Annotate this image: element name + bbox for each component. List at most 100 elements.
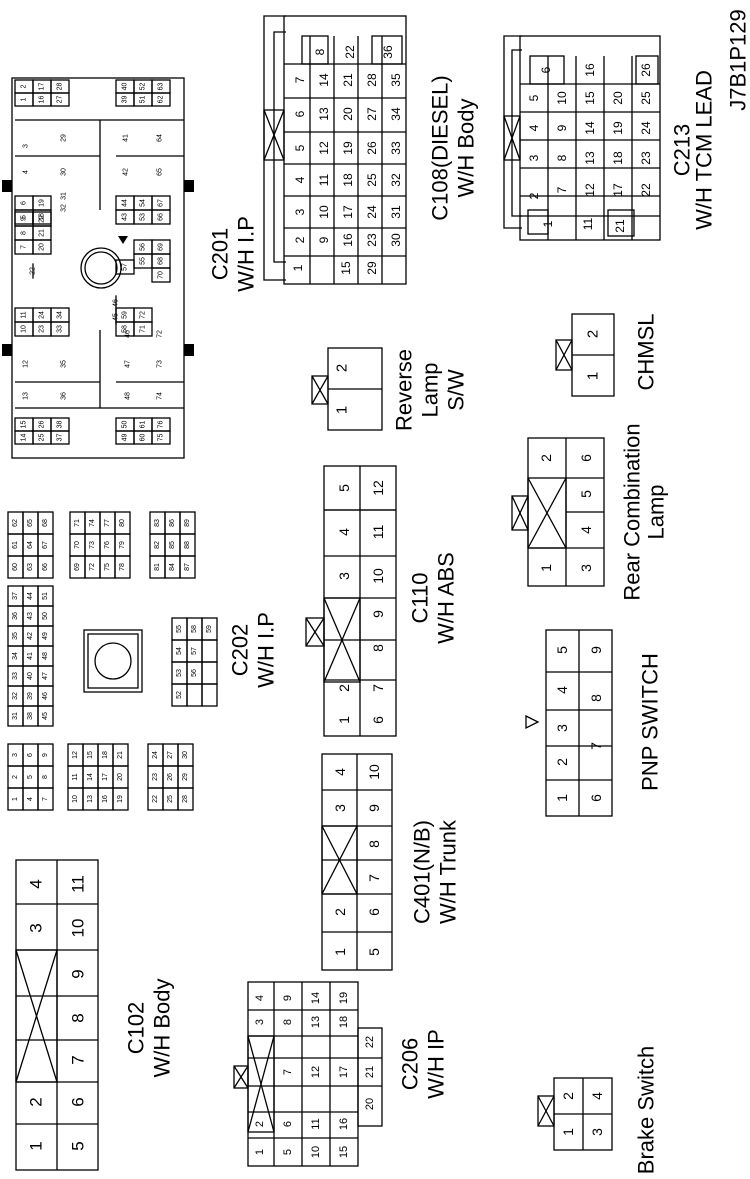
pin-number: 9	[42, 753, 49, 757]
pin-number: 36	[381, 45, 395, 59]
pin-number: 21	[341, 73, 355, 87]
pin-number: 40	[27, 672, 34, 680]
pin-number: 23	[639, 151, 653, 165]
pin-number: 5	[578, 490, 594, 498]
pin-number: 75	[158, 434, 165, 442]
pin-number: 28	[182, 795, 189, 803]
pin-number: 27	[57, 96, 64, 104]
pin-number: 40	[122, 83, 129, 91]
pin-number: 36	[61, 392, 68, 400]
connector-label: W/H TCM LEAD	[692, 70, 717, 230]
pin-number: 56	[191, 669, 198, 677]
pin-number: 18	[338, 1016, 350, 1028]
pin-number: 5	[336, 484, 352, 492]
pin-number: 12	[583, 183, 597, 197]
pin-number: 6	[69, 1097, 88, 1106]
pin-number: 27	[365, 107, 379, 121]
pin-number: 30	[389, 233, 403, 247]
pin-number: 15	[87, 751, 94, 759]
pin-number: 70	[74, 541, 81, 549]
pin-number: 1	[21, 97, 28, 101]
pin-number: 12	[310, 1066, 322, 1078]
pin-number: 16	[102, 795, 109, 803]
pin-number: 33	[57, 325, 64, 333]
pin-number: 27	[167, 751, 174, 759]
pin-number: 9	[282, 995, 294, 1001]
pin-number: 24	[152, 751, 159, 759]
pin-number: 14	[310, 992, 322, 1004]
pin-number: 4	[27, 797, 34, 801]
pin-number: 66	[158, 213, 165, 221]
pin-number: 1	[291, 264, 305, 271]
pin-number: 7	[555, 186, 569, 193]
pin-number: 61	[140, 421, 147, 429]
pin-number: 59	[122, 311, 129, 319]
pin-number: 53	[176, 669, 183, 677]
connector-label: PNP SWITCH	[638, 653, 663, 791]
pin-number: 16	[338, 1118, 350, 1130]
pin-number: 54	[140, 199, 147, 207]
pin-number: 5	[554, 646, 570, 654]
pin-number: 1	[334, 406, 351, 414]
pin-number: 2	[527, 192, 541, 199]
pin-number: 7	[370, 684, 386, 692]
pin-number: 74	[157, 392, 164, 400]
connector-label: W/H Body	[150, 978, 175, 1077]
pin-number: 8	[21, 231, 28, 235]
connector-c201: 2117162827403952516362151426253837504961…	[2, 77, 259, 459]
pin-number: 6	[366, 908, 382, 916]
pin-number: 2	[293, 236, 307, 243]
pin-number: 81	[154, 563, 161, 571]
pin-number: 65	[27, 519, 34, 527]
pin-number: 10	[72, 795, 79, 803]
pin-number: 9	[21, 217, 28, 221]
pin-number: 7	[366, 874, 382, 882]
pin-number: 21	[39, 229, 46, 237]
pin-number: 3	[578, 564, 594, 572]
pin-number: 20	[611, 91, 625, 105]
pin-number: 6	[588, 794, 604, 802]
pin-number: 9	[69, 969, 88, 978]
pin-number: 31	[12, 712, 19, 720]
pin-number: 49	[42, 632, 49, 640]
pin-number: 10	[370, 568, 386, 584]
pin-number: 22	[639, 183, 653, 197]
pin-number: 24	[639, 121, 653, 135]
pin-number: 9	[370, 610, 386, 618]
connector-label: Reverse	[392, 349, 417, 431]
pin-number: 13	[317, 107, 331, 121]
pin-number: 16	[583, 63, 597, 77]
pin-number: 12	[317, 141, 331, 155]
connector-label: Rear Combination	[620, 423, 645, 600]
pin-number: 48	[42, 652, 49, 660]
pin-number: 4	[27, 879, 46, 888]
pin-number: 18	[611, 151, 625, 165]
pin-number: 41	[27, 652, 34, 660]
pin-number: 46	[42, 692, 49, 700]
pin-number: 47	[42, 672, 49, 680]
pin-number: 2	[12, 775, 19, 779]
pin-number: 44	[122, 199, 129, 207]
pin-number: 5	[21, 215, 28, 219]
pin-number: 71	[140, 325, 147, 333]
connector-label: W/H Trunk	[436, 819, 461, 924]
figure-code-label: J7B1P129	[726, 9, 750, 111]
pin-number: 8	[370, 644, 386, 652]
pin-number: 9	[366, 804, 382, 812]
pin-number: 1	[538, 564, 554, 572]
pin-number: 8	[42, 775, 49, 779]
pin-number: 76	[104, 541, 111, 549]
pin-number: 7	[282, 1069, 294, 1075]
pin-number: 4	[332, 768, 348, 776]
pin-number: 35	[389, 73, 403, 87]
pin-number: 29	[182, 773, 189, 781]
pin-number: 3	[336, 572, 352, 580]
pin-number: 1	[336, 716, 352, 724]
pin-number: 2	[554, 758, 570, 766]
pin-number: 20	[364, 1098, 376, 1110]
pin-number: 4	[23, 170, 30, 174]
